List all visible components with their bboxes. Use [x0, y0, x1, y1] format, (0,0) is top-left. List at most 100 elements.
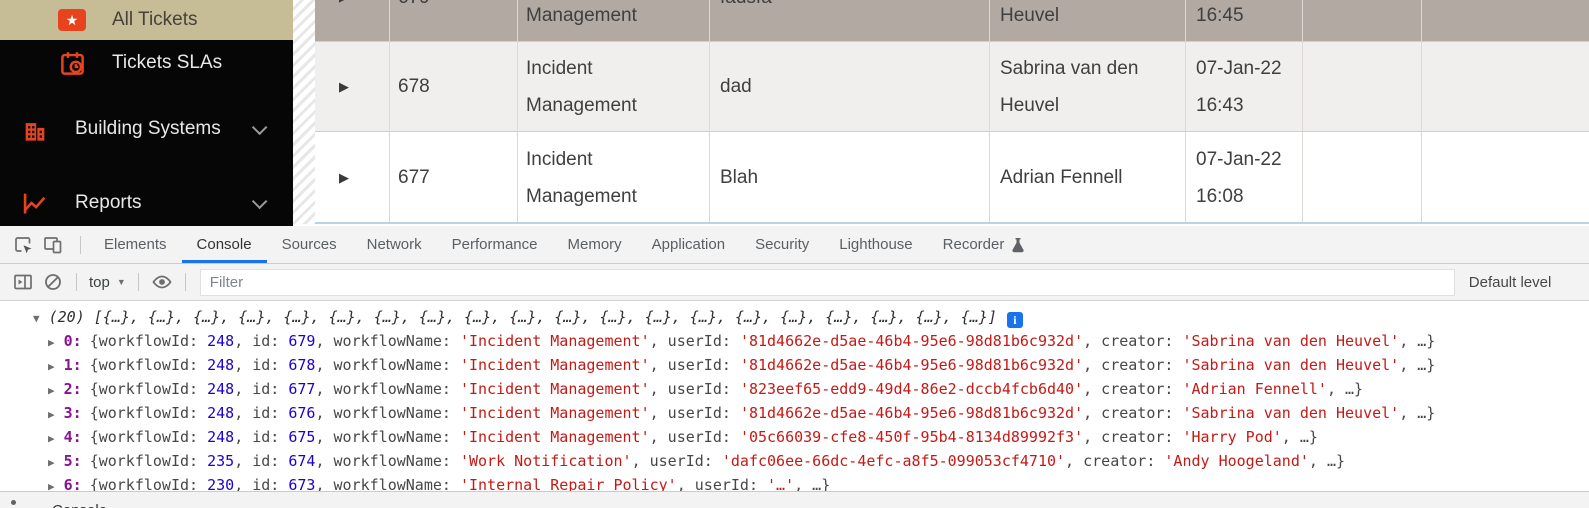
divider	[137, 273, 139, 291]
sidebar: All Tickets Tickets SLAs	[0, 0, 293, 226]
inspect-element-icon[interactable]	[8, 230, 38, 260]
tickets-table: ▶ 679 Incident Management fadsfa Sabrina…	[315, 0, 1589, 224]
created-datetime: 07-Jan-22 16:45	[1196, 5, 1244, 26]
device-toolbar-icon[interactable]	[38, 230, 68, 260]
console-array-summary: ▼ (20) [{…}, {…}, {…}, {…}, {…}, {…}, {…}…	[0, 305, 1589, 329]
table-row[interactable]: ▶ 677 Incident Management Blah Adrian Fe…	[315, 132, 1589, 222]
entry-preview: {workflowId: 248, id: 677, workflowName:…	[89, 380, 1364, 398]
sidebar-item-label: Reports	[75, 192, 142, 213]
line-chart-icon	[20, 189, 50, 217]
sidebar-item-label: Tickets SLAs	[112, 52, 223, 73]
tab-performance[interactable]: Performance	[451, 236, 538, 253]
console-entry: ▶ 2: {workflowId: 248, id: 677, workflowNa…	[0, 377, 1589, 401]
console-entry: ▶ 3: {workflowId: 248, id: 676, workflowNa…	[0, 401, 1589, 425]
table-row[interactable]: ▶ 679 Incident Management fadsfa Sabrina…	[315, 0, 1589, 42]
console-toolbar: top ▼ Default level	[0, 264, 1589, 301]
dropdown-caret-icon: ▼	[116, 277, 126, 287]
tab-recorder[interactable]: Recorder	[928, 226, 1041, 263]
info-icon[interactable]: i	[1006, 312, 1023, 328]
workflow-name: Incident Management	[526, 148, 637, 207]
expand-triangle-icon[interactable]: ▶	[48, 432, 55, 445]
expand-triangle-icon[interactable]: ▶	[48, 408, 55, 421]
collapse-triangle-icon[interactable]: ▼	[33, 312, 40, 325]
table-row[interactable]: ▶ 678 Incident Management dad Sabrina va…	[315, 42, 1589, 132]
sidebar-item-all-tickets[interactable]: All Tickets	[0, 0, 293, 40]
tab-application[interactable]: Application	[651, 236, 726, 253]
empty-cell	[1303, 0, 1422, 41]
sidebar-item-reports[interactable]: Reports	[0, 180, 293, 226]
ticket-id: 677	[398, 167, 430, 188]
tab-security[interactable]: Security	[755, 236, 810, 253]
tab-memory[interactable]: Memory	[567, 236, 622, 253]
empty-cell	[1303, 42, 1422, 131]
context-selector[interactable]: top ▼	[89, 273, 126, 291]
divider	[80, 235, 81, 254]
row-expand-cell[interactable]: ▶	[315, 42, 390, 131]
expand-triangle-icon[interactable]: ▶	[48, 384, 55, 397]
tab-console[interactable]: Console	[182, 226, 267, 263]
entry-preview: {workflowId: 248, id: 679, workflowName:…	[89, 332, 1436, 350]
empty-cell	[1422, 132, 1589, 222]
entry-index: 2:	[63, 380, 82, 398]
console-entry: ▶0:{workflowId: 248, id: 679, workflowNa…	[0, 329, 1589, 353]
clear-console-icon[interactable]	[38, 267, 68, 297]
entry-index: 6:	[63, 476, 82, 494]
chevron-down-icon	[251, 193, 268, 209]
empty-cell	[1422, 42, 1589, 131]
empty-cell	[1303, 132, 1422, 222]
array-count: (20)	[48, 308, 85, 326]
expand-arrow-icon[interactable]: ▶	[339, 169, 349, 185]
console-entry: ▶ 4: {workflowId: 248, id: 675, workflowNa…	[0, 425, 1589, 449]
divider	[184, 273, 186, 291]
expand-arrow-icon[interactable]: ▶	[339, 0, 389, 5]
empty-cell	[1422, 0, 1589, 41]
building-icon	[20, 115, 50, 143]
entry-preview: {workflowId: 248, id: 678, workflowName:…	[89, 356, 1436, 374]
created-datetime: 07-Jan-22 16:08	[1196, 148, 1282, 207]
sidebar-item-label: All Tickets	[112, 9, 198, 30]
created-datetime: 07-Jan-22 16:43	[1196, 57, 1282, 116]
ticket-name: Blah	[720, 167, 759, 188]
expand-triangle-icon[interactable]: ▶	[48, 480, 55, 493]
divider	[76, 273, 77, 291]
tab-elements[interactable]: Elements	[104, 236, 167, 253]
expand-triangle-icon[interactable]: ▶	[48, 360, 55, 373]
console-entry: ▶ 1: {workflowId: 248, id: 678, workflowNa…	[0, 353, 1589, 377]
ticket-id: 678	[398, 76, 430, 97]
creator-name: Sabrina van den Heuvel	[1000, 5, 1060, 26]
entry-preview: {workflowId: 248, id: 675, workflowName:…	[89, 428, 1318, 446]
entry-index: 3:	[63, 404, 82, 422]
console-entry: ▶ 6: {workflowId: 230, id: 673, workflowNa…	[0, 473, 1589, 497]
entry-index: 5:	[63, 452, 82, 470]
tab-lighthouse[interactable]: Lighthouse	[839, 236, 913, 253]
drawer-console-label[interactable]: Console	[52, 502, 107, 508]
entry-preview: {workflowId: 248, id: 676, workflowName:…	[89, 404, 1436, 422]
sidebar-item-tickets-slas[interactable]: Tickets SLAs	[0, 40, 293, 86]
workflow-name: Incident Management	[526, 5, 637, 26]
entry-index: 1:	[63, 356, 82, 374]
live-expression-eye-icon[interactable]	[147, 267, 177, 297]
array-preview: [{…}, {…}, {…}, {…}, {…}, {…}, {…}, {…},…	[84, 308, 997, 326]
expand-triangle-icon[interactable]: ▶	[48, 336, 55, 349]
console-output: ▼ (20) [{…}, {…}, {…}, {…}, {…}, {…}, {…}…	[0, 301, 1589, 508]
console-sidebar-toggle-icon[interactable]	[8, 267, 38, 297]
creator-name: Sabrina van den Heuvel	[1000, 57, 1139, 116]
filter-input[interactable]	[199, 268, 1455, 296]
workflow-name: Incident Management	[526, 57, 637, 116]
drawer-bar: Console	[0, 491, 1589, 508]
row-expand-cell[interactable]: ▶	[315, 132, 390, 222]
entry-preview: {workflowId: 230, id: 673, workflowName:…	[89, 476, 831, 494]
expand-arrow-icon[interactable]: ▶	[339, 78, 349, 94]
calendar-clock-icon	[57, 49, 87, 77]
chevron-down-icon	[251, 119, 268, 135]
drawer-dot-icon	[11, 500, 16, 505]
tab-sources[interactable]: Sources	[281, 236, 337, 253]
ticket-name: dad	[720, 76, 752, 97]
tab-network[interactable]: Network	[366, 236, 422, 253]
row-expand-cell[interactable]: ▶	[315, 0, 390, 41]
log-level-selector[interactable]: Default level	[1468, 273, 1552, 291]
expand-triangle-icon[interactable]: ▶	[48, 456, 55, 469]
sidebar-item-building-systems[interactable]: Building Systems	[0, 106, 293, 152]
entry-index: 4:	[63, 428, 82, 446]
